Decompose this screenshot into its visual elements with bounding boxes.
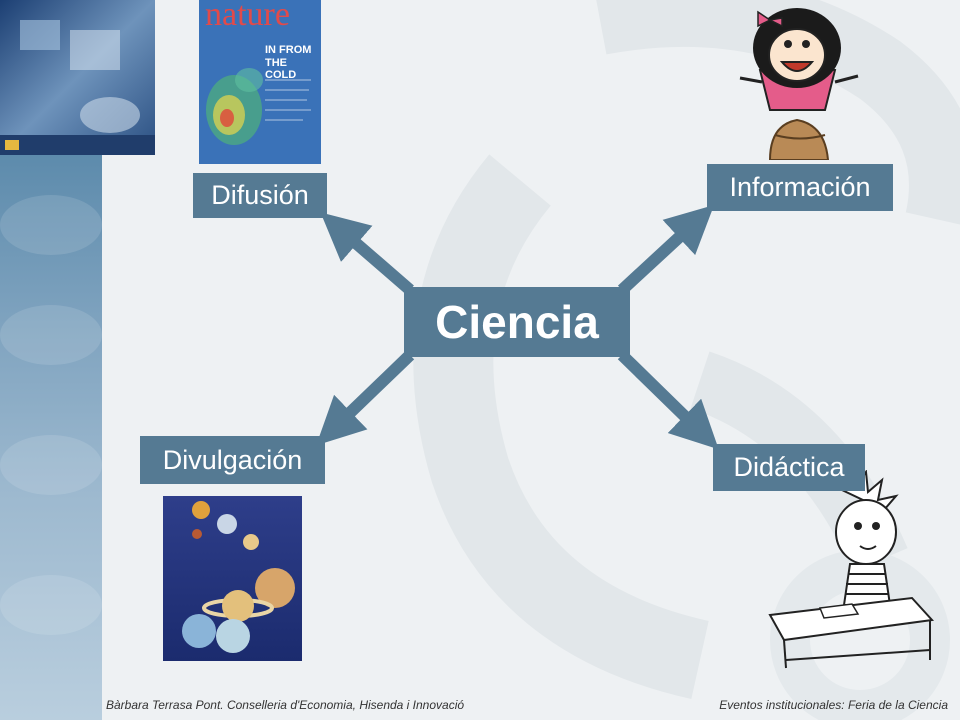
arrow-to-difusion [320, 212, 414, 295]
planets-image [163, 496, 302, 661]
nature-headline-1: IN FROM [265, 44, 312, 56]
node-didactica: Didáctica [713, 444, 865, 491]
technology-image [0, 0, 155, 155]
node-difusion: Difusión [193, 173, 327, 218]
nature-masthead: nature [205, 0, 290, 33]
node-informacion: Información [707, 164, 893, 211]
arrow-to-informacion [617, 204, 715, 295]
footer-author: Bàrbara Terrasa Pont. Conselleria d'Econ… [106, 698, 465, 712]
cartoon-girl-image [730, 0, 865, 160]
nature-magazine-cover: nature IN FROM THE COLD [199, 0, 321, 164]
nature-headline-2: THE COLD [265, 57, 297, 81]
left-decorative-strip [0, 155, 102, 720]
center-node-ciencia: Ciencia [404, 287, 630, 357]
arrow-to-didactica [617, 350, 719, 450]
arrow-to-divulgacion [316, 350, 415, 446]
node-divulgacion: Divulgación [140, 436, 325, 484]
cartoon-boy-at-desk-image [762, 470, 940, 670]
footer-event: Eventos institucionales: Feria de la Cie… [719, 698, 948, 712]
